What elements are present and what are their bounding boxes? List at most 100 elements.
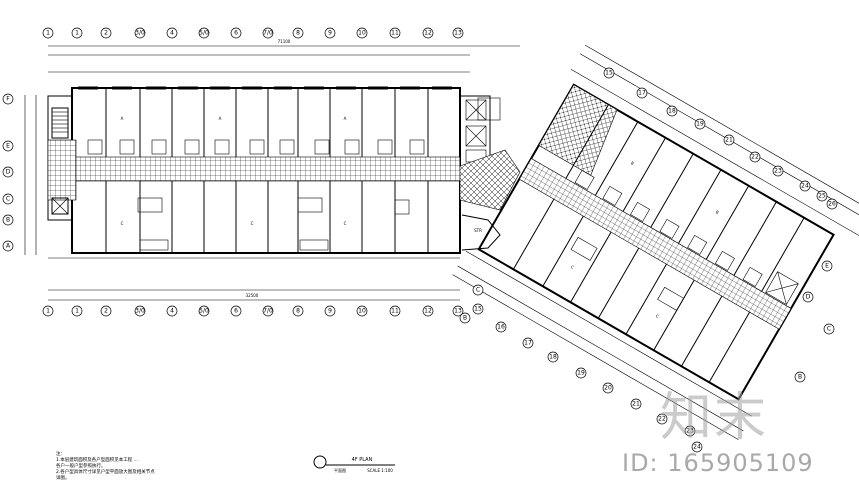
axis-bubble: 1 xyxy=(71,305,83,317)
svg-text:11: 11 xyxy=(391,308,399,315)
axis-bubbles-rotated-right: E D B C xyxy=(794,260,835,383)
axis-bubble: 23 xyxy=(772,165,784,177)
axis-bubble: 7/0 xyxy=(262,27,274,39)
svg-text:13: 13 xyxy=(454,308,462,315)
axis-bubble: 11 xyxy=(389,305,401,317)
axis-bubble: D xyxy=(802,291,814,303)
axis-bubble: 11 xyxy=(389,27,401,39)
svg-text:9: 9 xyxy=(328,30,332,37)
svg-text:12: 12 xyxy=(424,308,432,315)
left-building-block xyxy=(24,45,521,301)
axis-bubbles-top: 1 1 2 3/0 4 5/0 6 7/0 8 9 10 11 12 13 xyxy=(42,27,464,39)
svg-text:17: 17 xyxy=(638,90,646,97)
room-label: C xyxy=(344,221,347,226)
axis-bubble: 12 xyxy=(422,305,434,317)
bottom-dimension-label: 32500 xyxy=(246,293,259,298)
svg-text:20: 20 xyxy=(604,385,612,392)
svg-text:5/0: 5/0 xyxy=(199,308,209,315)
axis-bubble: 16 xyxy=(495,321,507,333)
svg-text:19: 19 xyxy=(577,370,585,377)
axis-bubble: B xyxy=(2,214,14,226)
axis-bubble: 13 xyxy=(452,305,464,317)
room-label: A xyxy=(344,116,347,121)
axis-bubble: E xyxy=(821,260,833,272)
axis-bubble: 22 xyxy=(749,151,761,163)
svg-text:7/0: 7/0 xyxy=(263,30,273,37)
svg-text:1: 1 xyxy=(75,30,79,37)
axis-bubble: 4 xyxy=(166,305,178,317)
notes-line: 1.本层建筑面积及各户型面积见本工程 ... xyxy=(56,458,139,463)
svg-text:B: B xyxy=(798,374,802,381)
axis-bubble: 22 xyxy=(656,413,668,425)
svg-text:26: 26 xyxy=(828,201,836,208)
axis-bubble: 8 xyxy=(292,27,304,39)
svg-text:E: E xyxy=(6,143,10,150)
top-dimension-label: 71100 xyxy=(278,39,291,44)
svg-text:15: 15 xyxy=(605,70,613,77)
svg-text:18: 18 xyxy=(668,108,676,115)
svg-text:1: 1 xyxy=(46,308,50,315)
axis-bubble: F xyxy=(2,93,14,105)
axis-bubble: 21 xyxy=(723,134,735,146)
axis-bubble: 23 xyxy=(684,425,696,437)
axis-bubble: 2 xyxy=(100,305,112,317)
svg-text:8: 8 xyxy=(296,308,300,315)
drawing-notes: 注： 1.本层建筑面积及各户型面积见本工程 ... 各户一般户型参照执行。 2.… xyxy=(56,452,155,482)
svg-text:16: 16 xyxy=(497,324,505,331)
room-label: C xyxy=(121,221,124,226)
svg-text:21: 21 xyxy=(632,401,640,408)
svg-text:2: 2 xyxy=(104,308,108,315)
svg-text:11: 11 xyxy=(391,30,399,37)
axis-bubble: 4 xyxy=(166,27,178,39)
right-building-block: B B C C xyxy=(452,44,859,440)
axis-bubble: 26 xyxy=(826,198,838,210)
axis-bubble: 21 xyxy=(630,398,642,410)
svg-text:4: 4 xyxy=(170,30,174,37)
axis-bubble: B xyxy=(459,312,471,324)
axis-bubbles-rotated-bottom: 15 16 17 18 19 20 21 22 23 24 xyxy=(472,303,703,453)
svg-text:9: 9 xyxy=(328,308,332,315)
axis-bubble: 8 xyxy=(292,305,304,317)
svg-text:10: 10 xyxy=(358,30,366,37)
svg-text:1: 1 xyxy=(75,308,79,315)
axis-bubble: 24 xyxy=(799,180,811,192)
axis-bubble: 17 xyxy=(636,87,648,99)
axis-bubble: 15 xyxy=(603,67,615,79)
room-label: A xyxy=(121,116,124,121)
axis-bubble: 1 xyxy=(71,27,83,39)
plan-title-symbol xyxy=(313,455,327,469)
svg-text:3/0: 3/0 xyxy=(135,30,145,37)
svg-text:C: C xyxy=(6,196,10,203)
axis-bubbles-rotated-left: B C xyxy=(459,284,484,324)
svg-text:23: 23 xyxy=(686,428,694,435)
axis-bubble: 3/0 xyxy=(134,305,146,317)
axis-bubble: 18 xyxy=(547,351,559,363)
axis-bubble: 15 xyxy=(472,303,484,315)
svg-text:E: E xyxy=(825,263,829,270)
svg-text:B: B xyxy=(6,217,10,224)
axis-bubble: 9 xyxy=(324,27,336,39)
svg-text:A: A xyxy=(6,243,11,250)
svg-text:13: 13 xyxy=(454,30,462,37)
room-label: C xyxy=(570,264,575,270)
notes-line: 2.各户型具体尺寸详见户型平面放大图及相关节点 xyxy=(56,470,155,475)
room-label: C xyxy=(251,221,254,226)
svg-text:D: D xyxy=(6,169,11,176)
svg-text:6: 6 xyxy=(234,308,238,315)
svg-text:6: 6 xyxy=(234,30,238,37)
svg-text:3/0: 3/0 xyxy=(135,308,145,315)
svg-text:C: C xyxy=(476,287,480,294)
axis-bubble: 12 xyxy=(422,27,434,39)
axis-bubble: E xyxy=(2,140,14,152)
axis-bubble: 1 xyxy=(42,27,54,39)
svg-text:22: 22 xyxy=(751,154,759,161)
axis-bubble: 18 xyxy=(666,105,678,117)
axis-bubble: 19 xyxy=(575,367,587,379)
axis-bubble: 13 xyxy=(452,27,464,39)
svg-text:21: 21 xyxy=(725,137,733,144)
svg-text:12: 12 xyxy=(424,30,432,37)
axis-bubble: 9 xyxy=(324,305,336,317)
svg-text:B: B xyxy=(463,315,467,322)
axis-bubble: C xyxy=(823,323,835,335)
